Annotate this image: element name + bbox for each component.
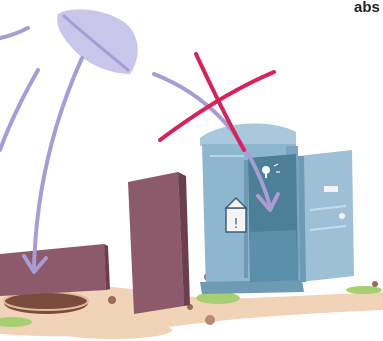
door-handle <box>339 213 345 219</box>
ground-blob <box>52 321 172 339</box>
wall-panel-left <box>0 244 110 296</box>
arrow-far-left <box>0 70 38 150</box>
pebble <box>205 315 215 325</box>
pebble <box>108 296 116 304</box>
caption-text: abs <box>354 0 380 15</box>
leaf-shaped-object <box>57 9 138 74</box>
svg-text:!: ! <box>233 217 238 232</box>
wall-panel-tall <box>128 172 190 314</box>
pebble <box>372 281 378 287</box>
door-sign <box>324 186 338 192</box>
portable-toilet: ! <box>200 123 354 294</box>
grass-patch <box>346 286 382 294</box>
arrow-left <box>0 28 28 38</box>
arrow-down-to-pit <box>34 58 82 268</box>
toilet-door <box>298 150 354 282</box>
